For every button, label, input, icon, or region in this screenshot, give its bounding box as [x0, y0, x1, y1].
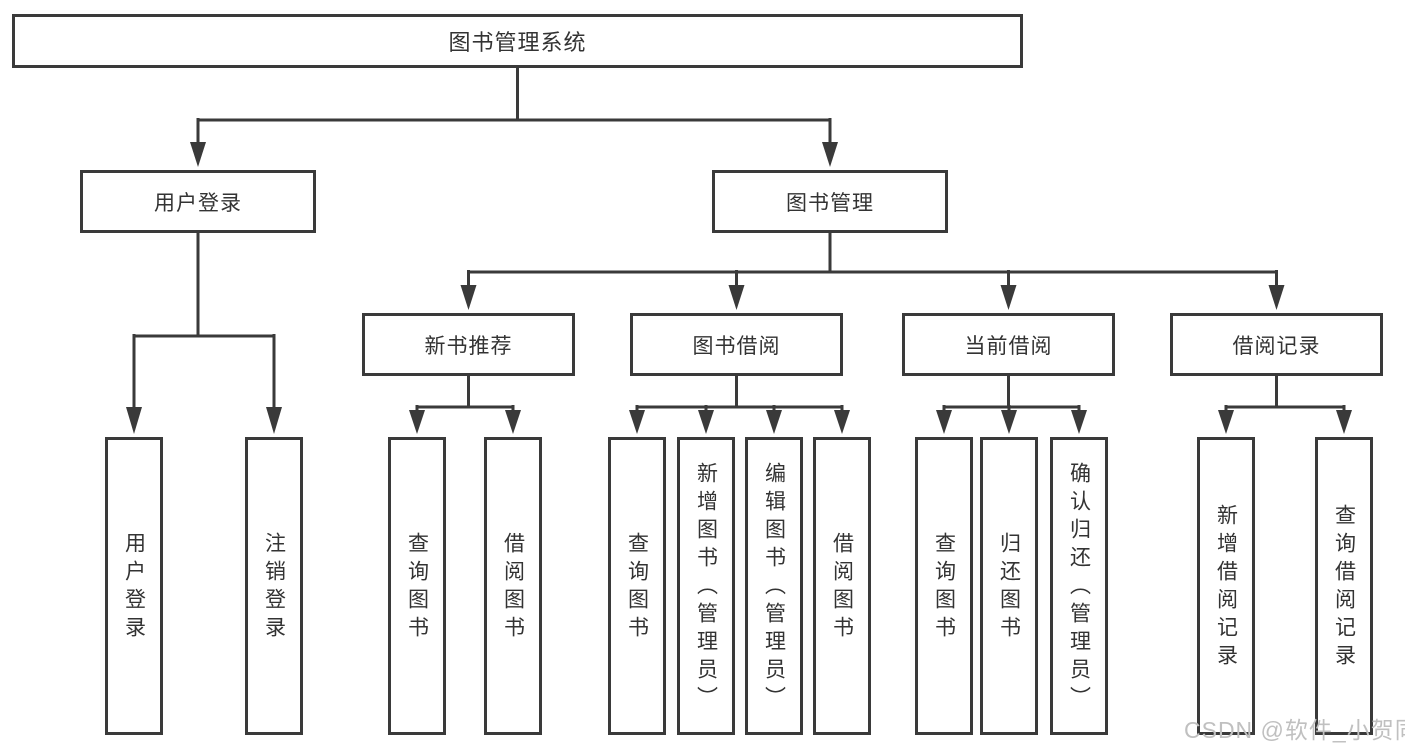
watermark: CSDN @软件_小贺同学	[1184, 717, 1405, 743]
node-borrowing-records: 借阅记录	[1170, 313, 1383, 376]
leaf-borrow-book-recommend: 借阅图书	[484, 437, 542, 735]
leaf-query-book-current: 查询图书	[915, 437, 973, 735]
arrowheads	[126, 142, 1352, 434]
node-current-borrowing: 当前借阅	[902, 313, 1115, 376]
node-new-book-recommendation: 新书推荐	[362, 313, 575, 376]
leaf-borrow-book-borrowing: 借阅图书	[813, 437, 871, 735]
leaf-add-borrow-record: 新增借阅记录	[1197, 437, 1255, 735]
leaf-add-book-admin: 新增图书（管理员）	[677, 437, 735, 735]
node-user-login: 用户登录	[80, 170, 316, 233]
leaf-logout: 注销登录	[245, 437, 303, 735]
node-book-management: 图书管理	[712, 170, 948, 233]
node-book-borrowing: 图书借阅	[630, 313, 843, 376]
leaf-edit-book-admin: 编辑图书（管理员）	[745, 437, 803, 735]
leaf-query-borrow-record: 查询借阅记录	[1315, 437, 1373, 735]
node-root-system: 图书管理系统	[12, 14, 1023, 68]
leaf-user-login: 用户登录	[105, 437, 163, 735]
leaf-confirm-return-admin: 确认归还（管理员）	[1050, 437, 1108, 735]
leaf-return-book: 归还图书	[980, 437, 1038, 735]
leaf-query-book-borrowing: 查询图书	[608, 437, 666, 735]
leaf-query-book-recommend: 查询图书	[388, 437, 446, 735]
